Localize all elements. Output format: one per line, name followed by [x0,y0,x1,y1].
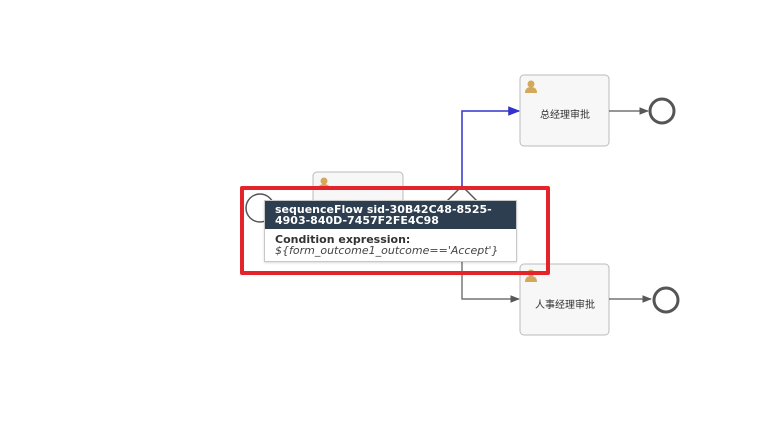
end-event-1[interactable] [648,97,676,125]
condition-label: Condition expression: [275,233,411,246]
sequence-flow-accept[interactable] [461,106,521,186]
user-icon [525,80,537,93]
tooltip-title: sequenceFlow sid-30B42C48-8525-4903-840D… [265,201,516,229]
flow-tooltip: sequenceFlow sid-30B42C48-8525-4903-840D… [264,200,517,262]
tooltip-body: Condition expression: ${form_outcome1_ou… [265,229,516,261]
highlight-rectangle [240,186,550,275]
condition-expression: ${form_outcome1_outcome=='Accept'} [275,244,499,257]
task-label-general-manager: 总经理审批 [540,110,590,121]
end-event-2[interactable] [652,286,680,314]
task-label-hr-manager: 人事经理审批 [535,300,595,311]
